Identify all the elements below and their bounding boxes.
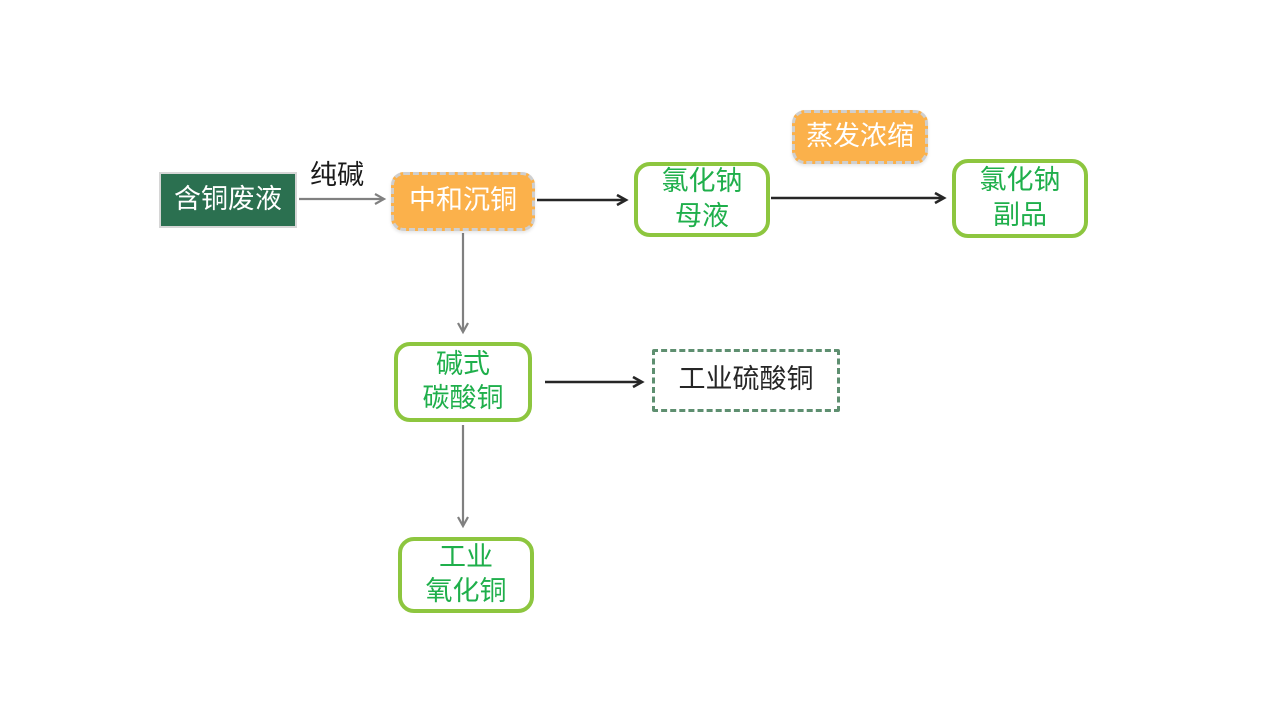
- node-industrial-copper-oxide: 工业 氧化铜: [398, 537, 534, 613]
- node-copper-waste: 含铜废液: [159, 172, 297, 228]
- node-nacl-byproduct: 氯化钠 副品: [952, 159, 1088, 238]
- node-nacl-mother-liquor: 氯化钠 母液: [634, 162, 770, 237]
- node-basic-copper-carbonate: 碱式 碳酸铜: [394, 342, 532, 422]
- node-neutralize: 中和沉铜: [391, 172, 535, 231]
- edge-label-evaporate-concentrate: 蒸发浓缩: [792, 110, 928, 164]
- edge-label-soda: 纯碱: [310, 160, 364, 191]
- node-industrial-copper-sulfate: 工业硫酸铜: [652, 349, 840, 412]
